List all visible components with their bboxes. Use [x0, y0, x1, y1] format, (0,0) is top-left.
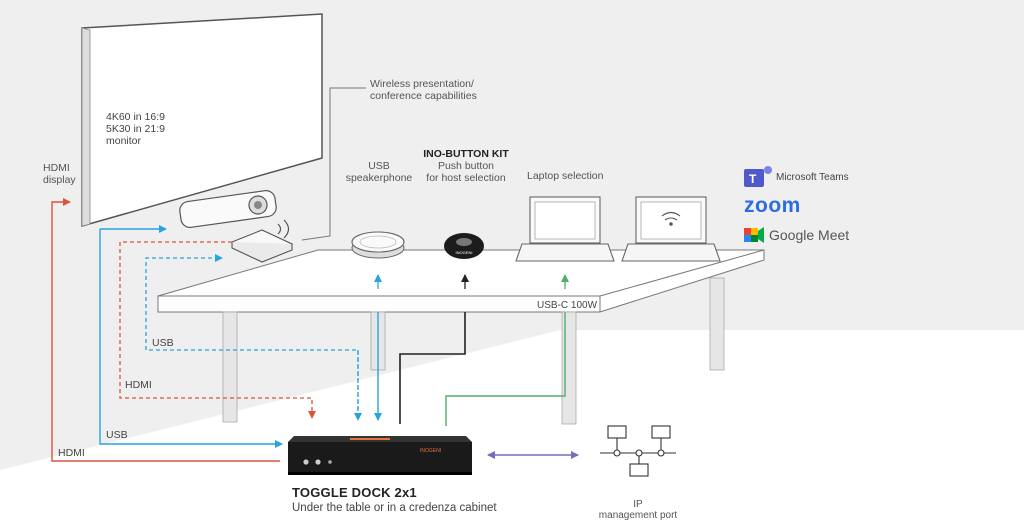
hdmi-upper-label: HDMI — [125, 379, 152, 391]
toggle-dock: INOGENI — [288, 436, 472, 475]
button-wire — [399, 312, 466, 424]
teams-name: Microsoft Teams — [776, 172, 849, 183]
ino-button-label: INO-BUTTON KIT Push button for host sele… — [414, 148, 518, 184]
laptop-wifi-icon — [661, 211, 681, 226]
speakerphone-label: USB speakerphone — [344, 160, 414, 184]
usb-upper-label: USB — [152, 337, 174, 349]
hdmi-lower-label: HDMI — [58, 447, 85, 459]
wireless-box — [230, 229, 294, 263]
dock-brand: INOGENI — [420, 448, 441, 454]
wireless-callout: Wireless presentation/ conference capabi… — [370, 78, 477, 102]
monitor — [81, 13, 323, 227]
hdmi-display-line: display — [43, 174, 76, 186]
dock-title: TOGGLE DOCK 2x1 — [292, 485, 417, 500]
network-label-line: management port — [598, 510, 678, 521]
hdmi-display-line: HDMI — [43, 162, 70, 174]
network-label-line: IP — [633, 499, 643, 510]
monitor-spec-line: 4K60 in 16:9 — [106, 111, 165, 123]
usbc-label: USB-C 100W — [537, 300, 598, 311]
hdmi-display-wire — [51, 198, 280, 462]
laptop-2 — [621, 196, 721, 262]
speakerphone-label-line: USB — [368, 160, 390, 172]
ino-button: INOGENI — [444, 233, 484, 259]
laptop-selection-label: Laptop selection — [527, 170, 604, 182]
wireless-callout-line-2: conference capabilities — [370, 90, 477, 102]
wireless-callout-line — [301, 87, 366, 241]
dock-subtitle: Under the table or in a credenza cabinet — [292, 502, 497, 514]
monitor-spec-line: monitor — [106, 135, 142, 147]
teams-brand: Microsoft Teams — [776, 172, 849, 183]
svg-text:T: T — [749, 172, 757, 186]
laptop-1 — [515, 196, 615, 262]
meet-icon — [744, 227, 764, 243]
usbc-wire — [445, 312, 566, 426]
speakerphone-label-line: speakerphone — [345, 172, 413, 184]
zoom-brand: zoom — [744, 194, 801, 218]
meet-brand: Google Meet — [769, 227, 849, 243]
hdmi-wireless-wire — [119, 241, 316, 419]
ino-button-line: for host selection — [426, 172, 506, 184]
usb-camera-wire — [99, 229, 283, 448]
zoom-name: zoom — [744, 194, 801, 217]
wifi-icon — [277, 219, 290, 239]
monitor-spec-line: 5K30 in 21:9 — [106, 123, 165, 135]
monitor-spec: 4K60 in 16:9 5K30 in 21:9 monitor — [106, 111, 165, 147]
network-icon — [600, 425, 676, 477]
hdmi-display-label: HDMI display — [43, 162, 76, 186]
network-label: IP management port — [588, 499, 688, 521]
ino-button-title: INO-BUTTON KIT — [423, 148, 509, 160]
video-bar — [179, 190, 277, 228]
meet-name: Google Meet — [769, 227, 850, 243]
wireless-callout-line-1: Wireless presentation/ — [370, 78, 474, 90]
usb-lower-label: USB — [106, 429, 128, 441]
teams-icon: T — [744, 166, 772, 187]
speakerphone — [351, 231, 405, 259]
ino-button-brand: INOGENI — [456, 250, 473, 255]
ino-button-line: Push button — [437, 160, 495, 172]
